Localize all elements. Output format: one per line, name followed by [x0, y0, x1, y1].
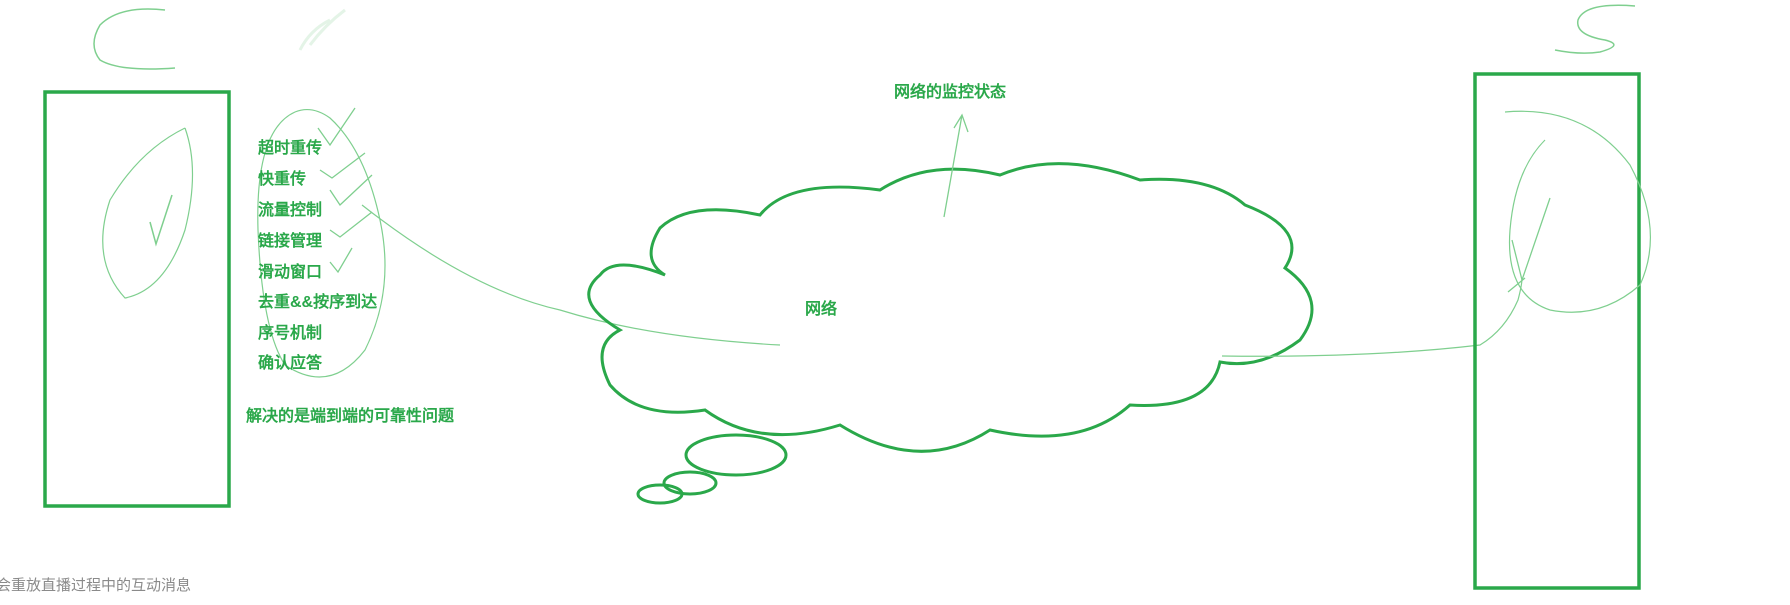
server-check-mark: [1507, 197, 1551, 293]
client-to-network-line: [361, 204, 781, 346]
list-item: 链接管理: [258, 233, 323, 250]
list-item: 去重&&按序到达: [258, 294, 378, 311]
network-monitor-label: 网络的监控状态: [894, 84, 1007, 101]
client-oval-scribble: [102, 127, 194, 299]
server-box: [1473, 72, 1641, 590]
conclusion-label: 解决的是端到端的可靠性问题: [246, 408, 455, 425]
list-item: 滑动窗口: [258, 264, 323, 281]
mechanism-list-oval: [257, 108, 386, 378]
client-letter-c: [93, 8, 176, 70]
bottom-caption: 会重放直播过程中的互动消息: [0, 577, 192, 594]
server-letter-s: [1554, 4, 1636, 54]
client-check-mark: [149, 194, 173, 247]
list-item: 序号机制: [258, 325, 323, 342]
list-item: 快重传: [258, 171, 307, 188]
network-cloud: [587, 162, 1314, 453]
watermark-strokes: [298, 8, 346, 51]
server-oval-scribble: [1504, 110, 1652, 313]
network-to-server-line: [1221, 277, 1523, 357]
list-item: 确认应答: [258, 355, 323, 372]
network-label: 网络: [805, 301, 838, 318]
network-monitor-arrow: [943, 113, 969, 218]
thought-bubbles: [636, 433, 788, 505]
list-item: 流量控制: [258, 202, 323, 219]
client-box: [43, 90, 231, 508]
list-item: 超时重传: [258, 140, 323, 157]
list-check-marks: [317, 107, 373, 274]
